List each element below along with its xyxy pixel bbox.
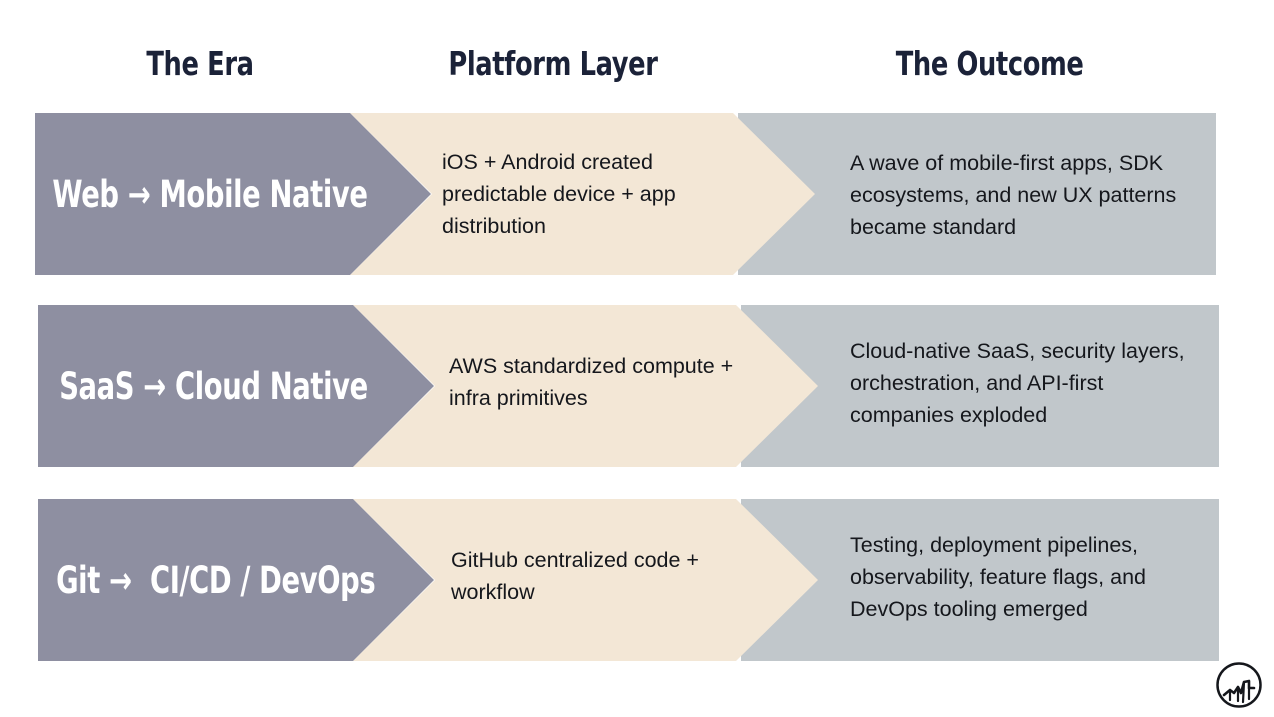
platform-text: GitHub centralized code + workflow	[451, 548, 699, 604]
outcome-text: Testing, deployment pipelines, observabi…	[850, 533, 1146, 621]
outcome-segment	[738, 113, 1216, 275]
era-row-1: Web → Mobile Native iOS + Android create…	[35, 113, 1216, 275]
era-row-3: Git → CI/CD / DevOps GitHub centralized …	[38, 499, 1219, 661]
platform-text: AWS standardized compute + infra primiti…	[449, 354, 734, 410]
header-platform: Platform Layer	[448, 44, 658, 83]
era-row-2: SaaS → Cloud Native AWS standardized com…	[38, 305, 1219, 467]
outcome-text: A wave of mobile-first apps, SDK ecosyst…	[850, 151, 1177, 239]
era-label: Git → CI/CD / DevOps	[56, 558, 376, 602]
outcome-segment	[741, 305, 1219, 467]
outcome-segment	[741, 499, 1219, 661]
header-era: The Era	[146, 44, 254, 83]
logo-icon	[1216, 662, 1262, 708]
era-chevron	[38, 499, 434, 661]
platform-text: iOS + Android created predictable device…	[442, 150, 676, 238]
era-label: Web → Mobile Native	[52, 172, 368, 216]
header-outcome: The Outcome	[895, 44, 1084, 83]
era-chevron	[35, 113, 431, 275]
era-chevron	[38, 305, 434, 467]
outcome-text: Cloud-native SaaS, security layers, orch…	[850, 339, 1185, 427]
era-label: SaaS → Cloud Native	[58, 364, 368, 408]
